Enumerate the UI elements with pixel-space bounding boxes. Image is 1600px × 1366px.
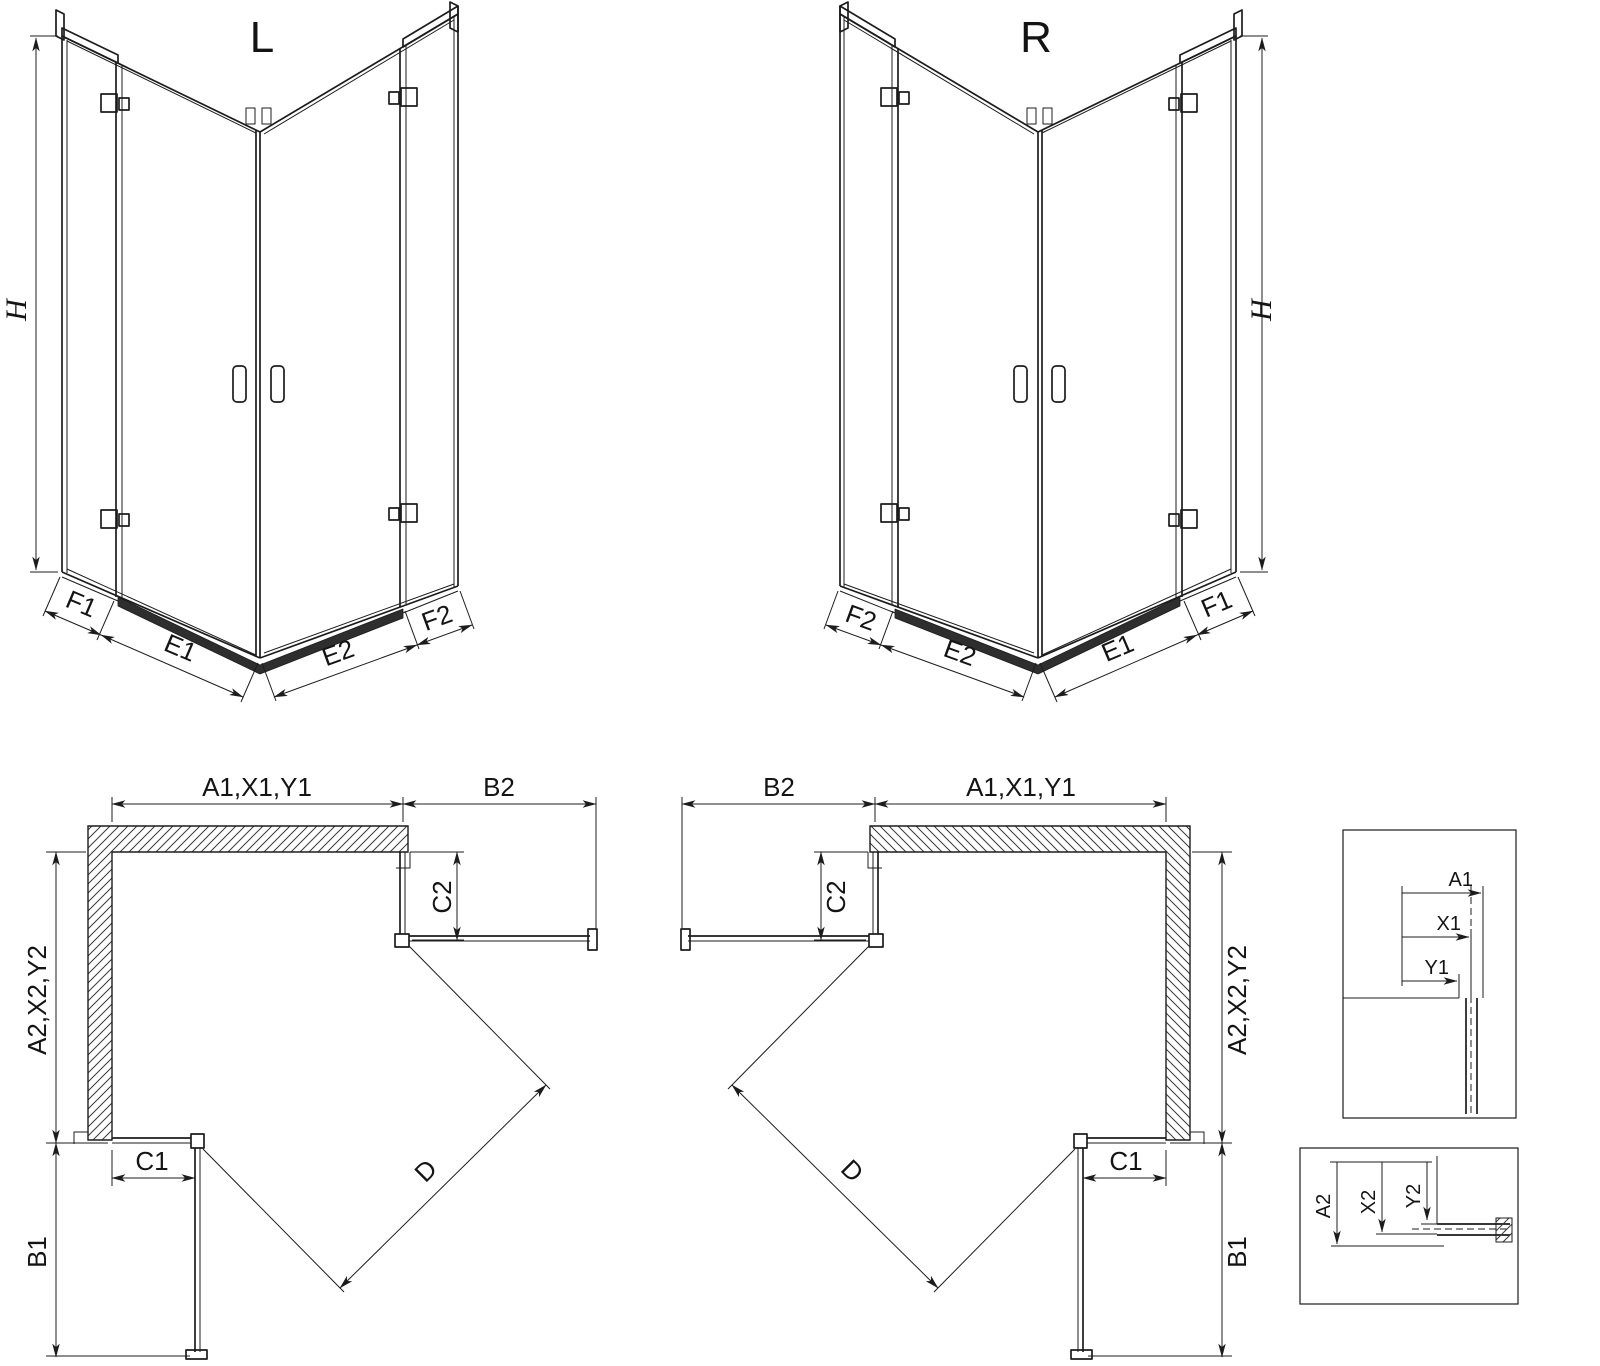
dim-label-a2-right: A2,X2,Y2 <box>1222 945 1252 1055</box>
hinge-top-right <box>400 87 418 107</box>
door-handle-left <box>232 365 247 403</box>
plan-door-end-bottom <box>185 1349 208 1360</box>
detail-label-y2: Y2 <box>1403 1184 1425 1208</box>
dim-label-d-right: D <box>835 1153 869 1187</box>
iso-view-left-geometry <box>30 1 475 703</box>
view-title-right: R <box>1020 13 1052 62</box>
plan-right-labels: A1,X1,Y1 B2 C2 A2,X2,Y2 B1 C1 D <box>763 772 1252 1268</box>
dim-label-b1-right: B1 <box>1222 1236 1252 1268</box>
dim-label-b1-left: B1 <box>22 1236 52 1268</box>
iso-right-labels: R H F2 E2 E1 F1 <box>842 13 1278 672</box>
dim-label-e2-left: E2 <box>318 633 358 672</box>
detail-label-y1: Y1 <box>1425 957 1449 979</box>
plan-hinge-right <box>394 933 410 948</box>
hinge-top-left <box>100 93 118 113</box>
door-handle-right <box>270 365 285 403</box>
dim-label-a1-right: A1,X1,Y1 <box>966 772 1076 802</box>
plan-door-end-right <box>587 928 598 951</box>
wall-profile-top-left <box>55 9 65 41</box>
dim-label-a1-left: A1,X1,Y1 <box>202 772 312 802</box>
plan-left-labels: A1,X1,Y1 B2 C2 A2,X2,Y2 B1 C1 D <box>22 772 515 1268</box>
detail-label-x1: X1 <box>1437 913 1461 935</box>
dim-label-h-right: H <box>1245 297 1278 322</box>
profile-detail-top: A1 X1 Y1 <box>1342 829 1517 1119</box>
dim-label-b2-left: B2 <box>483 772 515 802</box>
dim-label-f2-right: F2 <box>842 598 881 637</box>
plan-view-right-geometry <box>681 797 1232 1359</box>
plan-view-geometry <box>46 797 598 1360</box>
dim-label-f1-left: F1 <box>62 584 102 623</box>
dim-label-a2-left: A2,X2,Y2 <box>22 945 52 1055</box>
dim-label-e2-right: E2 <box>940 633 980 672</box>
wall-anchor-hatch <box>1495 1217 1513 1243</box>
iso-left-labels: L H F1 E1 E2 F2 <box>0 13 456 672</box>
dim-label-b2-right: B2 <box>763 772 795 802</box>
iso-dimension-lines <box>30 35 475 703</box>
dim-label-d-left: D <box>408 1153 442 1187</box>
wall-section-hatched <box>87 825 409 1141</box>
dim-label-f2-left: F2 <box>418 598 457 637</box>
dim-label-h-left: H <box>0 297 33 322</box>
dim-label-c1-right: C1 <box>1109 1146 1142 1176</box>
detail-label-a2: A2 <box>1313 1194 1335 1218</box>
hinge-bottom-left <box>100 509 118 529</box>
dim-label-f1-right: F1 <box>1197 584 1237 623</box>
detail-label-x2: X2 <box>1358 1190 1380 1214</box>
view-title-left: L <box>250 13 274 62</box>
base-rail <box>117 596 404 675</box>
detail-label-a1: A1 <box>1449 869 1473 891</box>
dim-label-c2-right: C2 <box>821 880 851 913</box>
dim-label-c2-left: C2 <box>427 880 457 913</box>
profile-detail-bottom: A2 X2 Y2 <box>1299 1147 1519 1305</box>
dim-label-c1-left: C1 <box>135 1146 168 1176</box>
hinge-bottom-right <box>400 503 418 523</box>
plan-dimension-lines <box>46 797 597 1358</box>
plan-hinge-bottom <box>190 1133 205 1149</box>
